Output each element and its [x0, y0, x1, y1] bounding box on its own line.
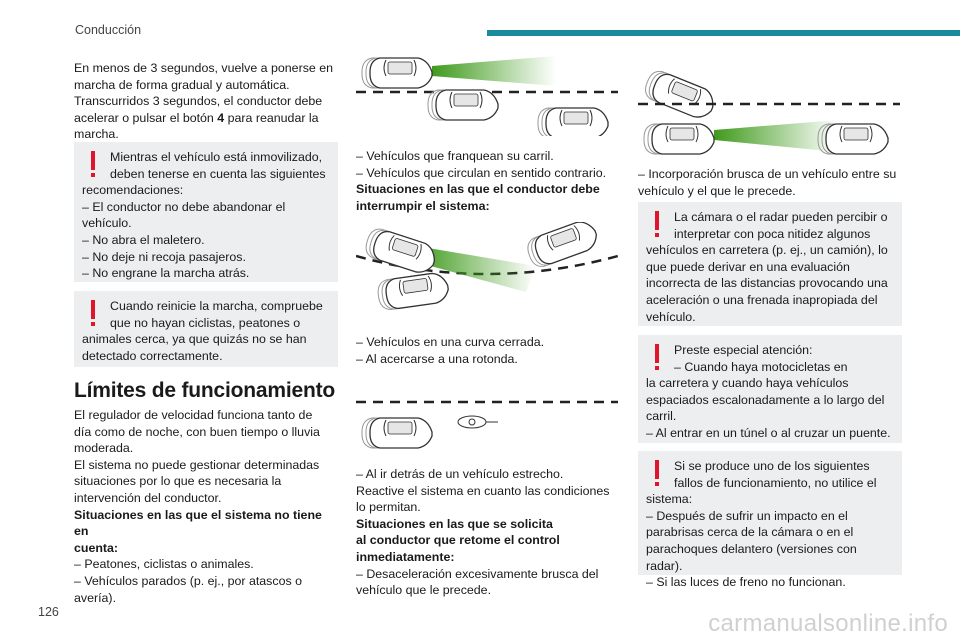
col2-text-a: – Vehículos que franquean su carril. – V…	[356, 149, 607, 213]
motorcycle-icon	[457, 415, 498, 429]
warning-icon	[655, 211, 659, 237]
limits-body: El regulador de velocidad funciona tanto…	[74, 408, 322, 605]
col3-text-a: – Incorporación brusca de un vehículo en…	[638, 167, 897, 198]
warning-box-malfunction: Si se produce uno de los siguientes fall…	[638, 451, 902, 589]
illustration-lane-crossing	[356, 56, 618, 136]
section-accent-bar	[487, 30, 960, 36]
col2-text-b: – Vehículos en una curva cerrada. – Al a…	[356, 335, 545, 366]
warning-box-camera: La cámara o el radar pueden percibir o i…	[638, 202, 902, 326]
illustration-cut-in	[638, 67, 900, 155]
warning-icon	[655, 460, 659, 486]
section-title: Conducción	[75, 23, 142, 37]
page-number: 126	[38, 605, 59, 619]
warning-box-attention: Preste especial atención: – Cuando haya …	[638, 335, 902, 443]
heading-limits: Límites de funcionamiento	[74, 379, 336, 402]
warning-icon	[655, 344, 659, 370]
intro-paragraph: En menos de 3 segundos, vuelve a ponerse…	[74, 61, 334, 142]
col2-text-c: – Al ir detrás de un vehículo estrecho. …	[356, 467, 610, 598]
illustration-tight-curve	[356, 222, 618, 312]
warning-icon	[91, 300, 95, 326]
warning-icon	[91, 151, 95, 177]
warning-box-restart: Cuando reinicie la marcha, compruebe que…	[74, 291, 338, 367]
warning-box-stationary: Mientras el vehículo está inmovilizado, …	[74, 142, 338, 282]
illustration-narrow-vehicle	[356, 400, 618, 449]
watermark: carmanualsonline.info	[708, 610, 948, 637]
